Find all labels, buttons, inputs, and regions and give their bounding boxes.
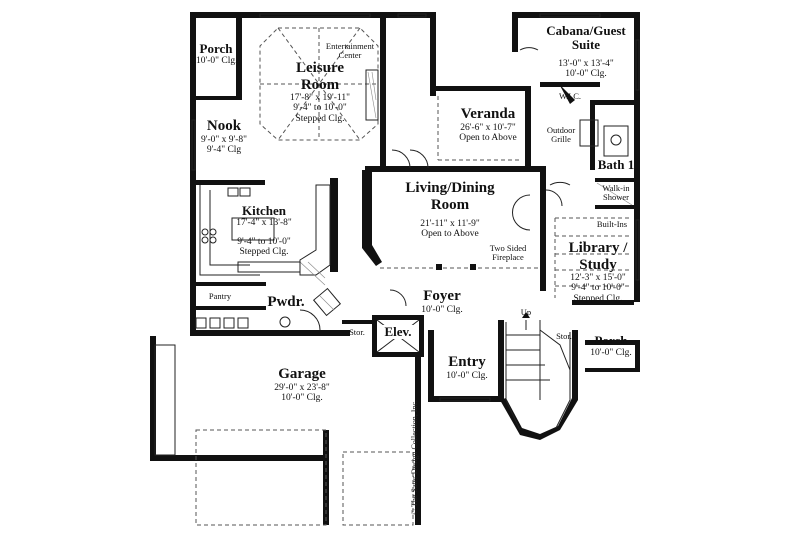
veranda-name: Veranda: [460, 106, 516, 122]
kitchen-clg2: Stepped Clg.: [239, 247, 289, 258]
fireplace-line2: Fireplace: [492, 252, 524, 263]
shower-line1: Walk-in: [602, 183, 630, 193]
built-ins-label: Built-Ins: [590, 219, 634, 229]
leisure-room-label: Leisure Room 17'-8" x 19'-11" 9'-4" to 1…: [270, 60, 370, 124]
entry-clg: 10'-0" Clg.: [446, 370, 488, 381]
garage-clg: 10'-0" Clg.: [281, 392, 323, 403]
garage-label: Garage 29'-0" x 23'-8" 10'-0" Clg.: [262, 366, 342, 403]
porch-top-dims: 10'-0" Clg.: [196, 56, 238, 67]
kitchen-name: Kitchen: [241, 203, 287, 218]
cabana-label: Cabana/Guest Suite 13'-0" x 13'-4" 10'-0…: [538, 23, 634, 80]
library-shelves: [545, 181, 630, 298]
veranda-dims: 26'-6" x 10'-7": [460, 122, 516, 133]
stairs: [505, 312, 571, 431]
cabana-clg: 10'-0" Clg.: [565, 69, 607, 80]
kitchen-label: Kitchen 17'-4" x 13'-8" 9'-4" to 10'-0" …: [222, 203, 306, 258]
storage2-label: Stor.: [552, 331, 576, 341]
leisure-room-name1: Leisure: [295, 60, 345, 76]
library-name1: Library /: [568, 240, 628, 256]
living-clg: Open to Above: [421, 229, 479, 240]
wic-label: W.I.C.: [558, 91, 582, 101]
garage-dims: 29'-0" x 23'-8": [274, 382, 330, 393]
living-name1: Living/Dining: [405, 180, 495, 196]
nook-label: Nook 9'-0" x 9'-8" 9'-4" Clg: [196, 118, 252, 155]
foyer-clg: 10'-0" Clg.: [421, 304, 463, 315]
foyer-name: Foyer: [423, 288, 461, 304]
windows: [154, 13, 640, 456]
powder-name: Pwdr.: [267, 294, 305, 310]
kitchen-counters: [199, 184, 331, 286]
grille-line1: Outdoor: [546, 125, 576, 135]
entry-label: Entry 10'-0" Clg.: [438, 354, 496, 381]
library-clg1: 9'-4" to 10'-0": [571, 283, 625, 294]
storage1-label: Stor.: [344, 327, 370, 337]
garage-doors: [195, 287, 414, 526]
wic-name: W.I.C.: [558, 91, 582, 101]
veranda-clg: Open to Above: [459, 132, 517, 143]
entry-name: Entry: [448, 354, 486, 370]
porch-right-name: Porch: [594, 333, 628, 348]
leisure-room-clg2: Stepped Clg.: [295, 113, 345, 124]
shower-line2: Shower: [603, 192, 629, 203]
stairs-up-name: Up: [520, 307, 532, 317]
cabana-dims: 13'-0" x 13'-4": [558, 58, 614, 69]
bath1-name: Bath 1: [597, 157, 635, 172]
porch-top-label: Porch 10'-0" Clg.: [196, 41, 238, 67]
living-name2: Room: [430, 196, 470, 213]
cabana-name1: Cabana/Guest: [546, 23, 626, 38]
porch-right-dims: 10'-0" Clg.: [590, 348, 632, 359]
cabana-fixtures: [519, 47, 633, 206]
living-details: [380, 149, 538, 270]
storage1-name: Stor.: [349, 327, 365, 337]
walk-in-shower-label: Walk-in Shower: [598, 183, 634, 203]
entertainment-line1: Entertainment: [325, 41, 375, 51]
nook-clg: 9'-4" Clg: [206, 144, 242, 155]
bath1-label: Bath 1: [596, 157, 636, 172]
builtins-name: Built-Ins: [596, 219, 628, 229]
library-dims: 12'-3" x 15'-0": [570, 273, 626, 283]
foyer-label: Foyer 10'-0" Clg.: [410, 288, 474, 315]
pantry-label: Pantry: [200, 291, 240, 301]
living-dining-label: Living/Dining Room 21'-11" x 11'-9" Open…: [388, 180, 512, 240]
garage-name: Garage: [278, 366, 326, 382]
leisure-room-name2: Room: [300, 76, 340, 93]
leisure-ceiling: [259, 27, 379, 141]
veranda-label: Veranda 26'-6" x 10'-7" Open to Above: [448, 106, 528, 143]
porch-right-label: Porch 10'-0" Clg.: [588, 333, 634, 359]
nook-dims: 9'-0" x 9'-8": [200, 134, 247, 145]
cabana-name2: Suite: [571, 37, 601, 53]
porch-top-name: Porch: [199, 41, 233, 56]
grille-line2: Grille: [551, 134, 571, 145]
copyright-text: © The Sater Design Collection, Inc.: [410, 399, 419, 515]
powder-label: Pwdr.: [264, 294, 308, 311]
outdoor-grille-label: Outdoor Grille: [538, 125, 584, 145]
leisure-room-dims: 17'-8" x 19'-11": [290, 93, 350, 103]
library-name2: Study: [579, 256, 617, 273]
elevator-label: Elev.: [377, 324, 419, 340]
fireplace-label: Two Sided Fireplace: [480, 243, 536, 263]
pantry-name: Pantry: [208, 291, 232, 301]
nook-name: Nook: [206, 118, 242, 134]
veranda-dash: [437, 96, 520, 161]
storage2-name: Stor.: [556, 331, 572, 341]
living-dims: 21'-11" x 11'-9": [420, 219, 480, 229]
leisure-room-clg1: 9'-4" to 10'-0": [293, 103, 347, 114]
kitchen-clg1: 9'-4" to 10'-0": [237, 236, 291, 247]
entertainment-line2: Center: [338, 50, 362, 61]
kitchen-dims: 17'-4" x 13'-8": [236, 218, 292, 229]
fireplace-line1: Two Sided: [489, 243, 527, 253]
stairs-up-label: Up: [518, 307, 534, 317]
elevator-name: Elev.: [377, 324, 419, 340]
library-label: Library / Study 12'-3" x 15'-0" 9'-4" to…: [560, 240, 636, 304]
entertainment-center-label: Entertainment Center: [322, 41, 378, 61]
library-clg2: Stepped Clg.: [573, 293, 623, 304]
